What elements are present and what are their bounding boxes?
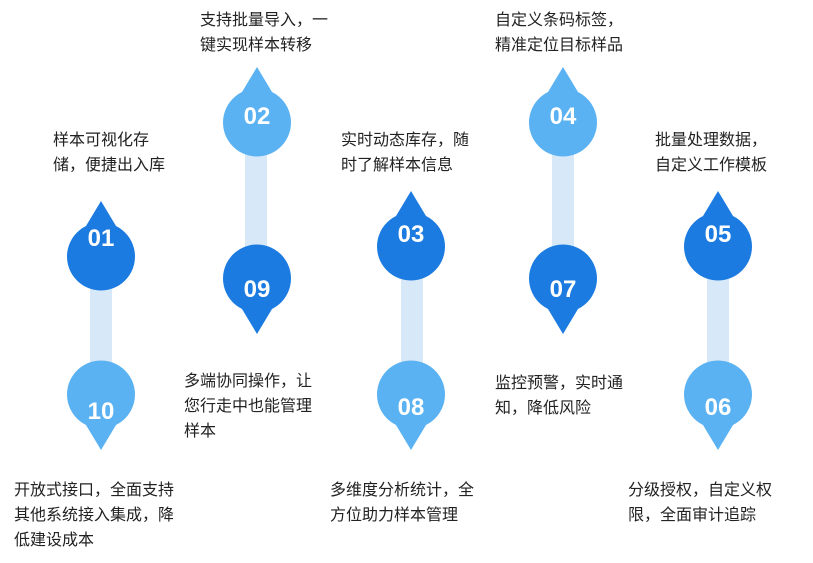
node-04-number: 04 [549,103,577,130]
node-05-shape [684,191,752,281]
node-09-shape [223,244,291,334]
node-07-shape [529,244,597,334]
node-03-bubble: 03 [366,175,456,295]
node-10-shape [67,360,135,450]
node-05-bubble: 05 [673,175,763,295]
node-08-bubble: 08 [366,348,456,468]
node-02-shape [223,67,291,157]
node-08-label: 多维度分析统计，全 方位助力样本管理 [330,480,475,524]
node-04-shape [529,67,597,157]
node-09-label: 多端协同操作，让 您行走中也能管理 样本 [184,371,313,440]
connector-03-08 [401,265,423,375]
node-02-number: 02 [243,103,271,130]
node-01-number: 01 [87,225,115,252]
node-06-bubble: 06 [673,348,763,468]
node-04-label: 自定义条码标签， 精准定位目标样品 [495,10,624,54]
node-01-bubble: 01 [56,179,146,299]
node-09-number: 09 [243,276,271,303]
node-01-shape [67,201,135,291]
node-04-bubble: 04 [518,57,608,177]
node-09-bubble: 09 [212,230,302,350]
node-06-number: 06 [704,394,732,421]
node-03-label: 实时动态库存，随 时了解样本信息 [341,130,470,174]
node-01-label: 样本可视化存 储，便捷出入库 [53,130,166,174]
node-05-number: 05 [704,221,732,248]
node-06-shape [684,360,752,450]
node-08-shape [377,360,445,450]
node-02-bubble: 02 [212,57,302,177]
node-10-bubble: 10 [56,352,146,472]
node-10-number: 10 [87,398,115,425]
node-07-label: 监控预警，实时通 知，降低风险 [495,373,624,417]
node-07-bubble: 07 [518,230,608,350]
connector-05-06 [707,265,729,375]
connector-04-07 [552,138,574,258]
node-03-number: 03 [397,221,425,248]
node-08-number: 08 [397,394,425,421]
node-07-number: 07 [549,276,577,303]
node-02-label: 支持批量导入，一 键实现样本转移 [200,10,329,54]
node-05-label: 批量处理数据， 自定义工作模板 [655,130,768,174]
connector-01-10 [90,265,112,375]
node-10-label: 开放式接口，全面支持 其他系统接入集成，降 低建设成本 [14,480,175,549]
node-06-label: 分级授权，自定义权 限，全面审计追踪 [628,480,773,524]
node-03-shape [377,191,445,281]
connector-02-09 [245,138,267,258]
